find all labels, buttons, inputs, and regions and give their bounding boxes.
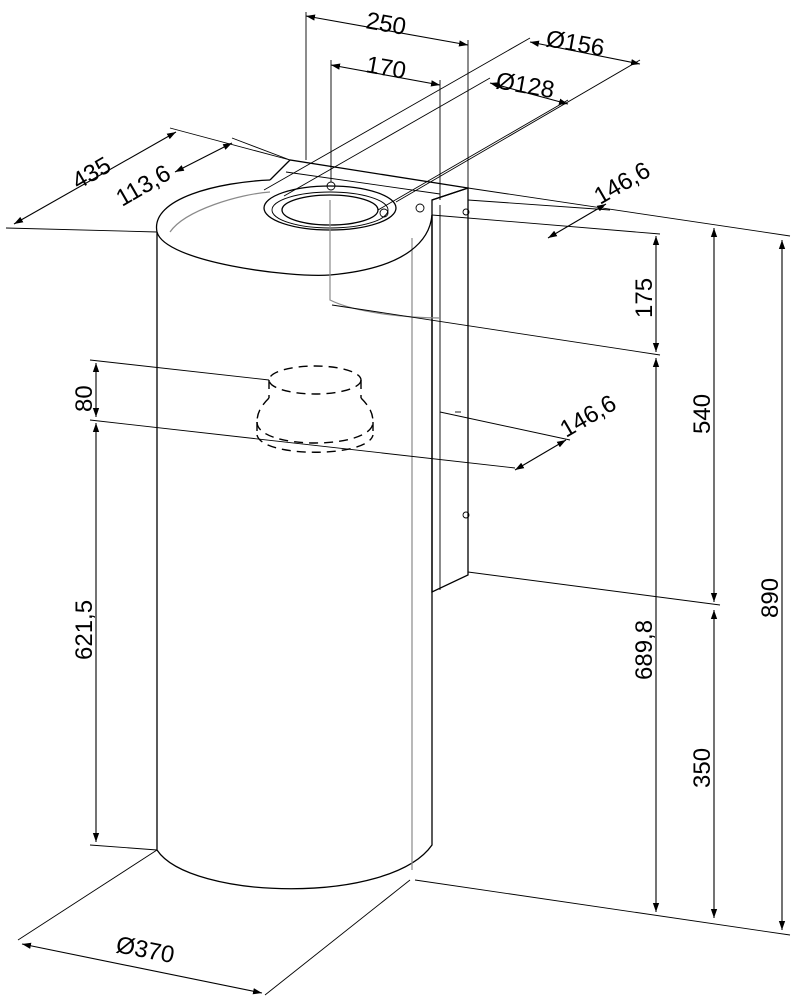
duct-spigot-hidden	[256, 365, 374, 453]
dim-depth-146-6-mid: 146,6	[89, 390, 622, 471]
hood-body	[156, 159, 470, 890]
dim-height-621-5: 621,5	[71, 423, 158, 851]
dim-height-350: 350	[689, 610, 718, 918]
dim-label-540: 540	[689, 394, 716, 434]
dim-width-170: 170	[330, 51, 441, 200]
dim-label-128: Ø128	[494, 67, 557, 104]
dim-label-890: 890	[757, 578, 784, 618]
hidden-inner-outline	[329, 200, 441, 319]
dim-height-540: 540	[467, 228, 721, 606]
dim-diameter-370: Ø370	[17, 849, 411, 996]
dim-height-689-8: 689,8	[414, 358, 791, 936]
dim-label-113-6: 113,6	[112, 160, 176, 213]
dim-label-146-6-mid: 146,6	[556, 390, 622, 443]
dim-label-621-5: 621,5	[71, 600, 98, 660]
dim-label-350: 350	[689, 748, 716, 788]
dim-label-175: 175	[631, 278, 658, 318]
dim-label-170: 170	[364, 51, 408, 85]
dim-label-156: Ø156	[544, 25, 607, 62]
dim-label-370: Ø370	[114, 931, 177, 969]
dim-diameter-128: Ø128	[283, 67, 569, 211]
dim-height-890: 890	[757, 240, 786, 930]
wall-bracket	[431, 187, 469, 594]
top-plate	[269, 159, 469, 201]
dim-label-146-6-top: 146,6	[590, 157, 656, 210]
dim-label-80: 80	[71, 385, 98, 412]
dim-label-435: 435	[68, 152, 116, 195]
dim-label-250: 250	[364, 7, 408, 41]
dim-width-250: 250	[305, 7, 469, 188]
dim-height-175: 175	[631, 236, 660, 352]
dim-label-689-8: 689,8	[631, 620, 658, 680]
hood-cylinder	[156, 215, 433, 890]
dim-height-80: 80	[71, 359, 270, 417]
dim-offset-113-6: 113,6	[112, 137, 291, 213]
cylinder-top-cap	[156, 179, 271, 233]
